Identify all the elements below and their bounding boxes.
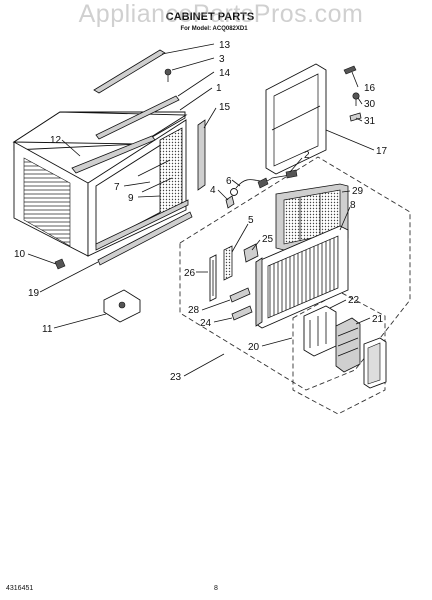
callout-8: 8 [350, 200, 356, 211]
side-channel-15 [197, 119, 206, 191]
clip-31 [349, 112, 362, 122]
page-title: CABINET PARTS [166, 11, 254, 23]
callout-2: 2 [304, 150, 310, 161]
screw-16 [343, 65, 357, 75]
callout-23: 23 [170, 372, 182, 383]
callout-9: 9 [128, 193, 134, 204]
callout-28: 28 [188, 305, 200, 316]
front-assembly-outline [179, 156, 411, 391]
callout-24: 24 [200, 318, 212, 329]
pad-28 [229, 287, 251, 303]
screw-3 [164, 68, 172, 82]
filter-cover [363, 337, 387, 389]
callout-6: 6 [226, 176, 232, 187]
sensor-cord-assembly [225, 169, 298, 209]
bottom-rail-19 [97, 211, 193, 266]
document-number: 4316451 [6, 585, 33, 592]
foam-strip-5 [223, 245, 233, 281]
model-subtitle: For Model: ACQ082XD1 [180, 26, 248, 32]
filter-group-outline [292, 291, 386, 415]
bolt-10 [54, 258, 66, 270]
strip-14 [95, 95, 180, 140]
bracket-25 [243, 243, 259, 263]
filter-frame-22 [303, 305, 337, 357]
pad-24 [231, 305, 253, 321]
callout-11: 11 [42, 324, 53, 335]
callout-20: 20 [248, 342, 260, 353]
cabinet-wrapper [12, 111, 189, 257]
callout-12: 12 [50, 135, 62, 146]
callout-13: 13 [219, 40, 231, 51]
callout-22: 22 [348, 295, 360, 306]
leader-lines [27, 43, 375, 377]
callout-labels: 13 3 14 1 15 12 7 9 6 4 2 16 30 31 17 29… [14, 40, 388, 383]
callout-15: 15 [219, 102, 231, 113]
callout-26: 26 [184, 268, 196, 279]
callout-29: 29 [352, 186, 364, 197]
side-curtain-frame-17 [265, 63, 327, 175]
callout-17: 17 [376, 146, 388, 157]
callout-31: 31 [364, 116, 376, 127]
filter-21 [335, 317, 361, 373]
callout-3: 3 [219, 54, 225, 65]
top-trim-strip [93, 49, 166, 94]
callout-19: 19 [28, 288, 40, 299]
page-number: 8 [214, 585, 218, 592]
callout-1: 1 [216, 83, 222, 94]
callout-4: 4 [210, 185, 216, 196]
screw-30 [352, 92, 360, 106]
callout-14: 14 [219, 68, 231, 79]
callout-5: 5 [248, 215, 254, 226]
mounting-bracket-11 [103, 289, 141, 323]
side-strip-26 [209, 254, 217, 302]
callout-7: 7 [114, 182, 120, 193]
callout-30: 30 [364, 99, 376, 110]
front-grille-8 [255, 225, 349, 329]
callout-16: 16 [364, 83, 376, 94]
callout-10: 10 [14, 249, 26, 260]
callout-25: 25 [262, 234, 274, 245]
callout-21: 21 [372, 314, 384, 325]
